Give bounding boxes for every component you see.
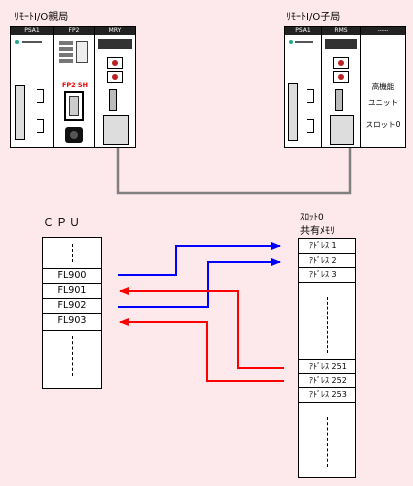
rotary-switch-icon — [107, 57, 123, 69]
unit-label-line2: ユニット — [368, 98, 398, 107]
terminal-block-icon — [330, 115, 354, 145]
indicator-array-icon — [98, 39, 132, 49]
mode-switch-icon — [76, 41, 88, 63]
slave-blank-label: ----- — [361, 27, 405, 35]
shared-memory-title-line2: 共有ﾒﾓﾘ — [300, 226, 335, 237]
address-3: ｱﾄﾞﾚｽ 3 — [299, 267, 355, 283]
arrow-fl900-to-address1 — [118, 242, 281, 276]
shared-memory-title-line1: ｽﾛｯﾄ0 — [300, 213, 324, 223]
address-2: ｱﾄﾞﾚｽ 2 — [299, 253, 355, 268]
ellipsis-line-bottom — [72, 336, 73, 376]
led-label-icon — [295, 41, 313, 43]
bracket-icon — [307, 119, 314, 133]
rotary-switch-icon — [333, 57, 349, 69]
unit-label-line3: スロット0 — [365, 120, 401, 129]
ellipsis-line-top — [72, 244, 73, 262]
rotary-switch-icon — [333, 71, 349, 83]
slave-unit-module: ----- 高機能 ユニット スロット0 — [361, 27, 405, 147]
master-fp2-label: FP2 — [54, 27, 94, 35]
slave-station-label: ﾘﾓｰﾄI/O子局 — [286, 12, 341, 23]
address-1: ｱﾄﾞﾚｽ 1 — [299, 239, 355, 253]
master-psa1-module: PSA1 — [11, 27, 54, 147]
master-station-label: ﾘﾓｰﾄI/O親局 — [14, 12, 69, 23]
master-psa1-label: PSA1 — [11, 27, 53, 35]
led-icon — [15, 40, 19, 44]
status-leds-icon — [59, 39, 73, 65]
unit-label-line1: 高機能 — [371, 82, 395, 91]
arrow-address251-to-fl901 — [119, 287, 284, 369]
dip-switch-icon — [335, 89, 343, 111]
address-253: ｱﾄﾞﾚｽ 253 — [299, 387, 355, 403]
led-label-icon — [22, 41, 42, 43]
bracket-icon — [37, 119, 44, 133]
slave-rms-module: RMS — [322, 27, 361, 147]
master-fp2-module: FP2 FP2 SH — [54, 27, 95, 147]
terminal-block-icon — [15, 85, 25, 140]
indicator-array-icon — [325, 39, 357, 49]
cpu-title: ＣＰＵ — [43, 216, 82, 229]
arrow-address252-to-fl903 — [119, 318, 284, 382]
register-fl903: FL903 — [43, 313, 101, 331]
terminal-block-icon — [288, 83, 298, 141]
terminal-block-icon — [103, 115, 129, 145]
bracket-icon — [37, 89, 44, 103]
bracket-icon — [307, 89, 314, 103]
address-252: ｱﾄﾞﾚｽ 252 — [299, 373, 355, 388]
address-251: ｱﾄﾞﾚｽ 251 — [299, 359, 355, 374]
master-fp2-sub-label: FP2 SH — [61, 81, 89, 89]
slave-psa1-module: PSA1 — [285, 27, 322, 147]
cpu-memory-box: FL900 FL901 FL902 FL903 — [42, 237, 102, 389]
arrow-fl902-to-address2 — [118, 258, 281, 308]
slave-plc-rack: PSA1 RMS ----- 高機能 ユニット スロット0 — [284, 26, 406, 148]
slave-psa1-label: PSA1 — [285, 27, 321, 35]
shared-memory-box: ｱﾄﾞﾚｽ 1 ｱﾄﾞﾚｽ 2 ｱﾄﾞﾚｽ 3 ｱﾄﾞﾚｽ 251 ｱﾄﾞﾚｽ … — [298, 238, 356, 478]
master-mry-label: MRY — [95, 27, 135, 35]
led-icon — [289, 40, 293, 44]
dip-switch-icon — [109, 89, 117, 111]
remote-io-cable — [116, 148, 352, 195]
rotary-switch-icon — [107, 71, 123, 83]
master-plc-rack: PSA1 FP2 FP2 SH MRY — [10, 26, 136, 148]
ellipsis-line-bottom — [327, 417, 328, 467]
master-mry-module: MRY — [95, 27, 135, 147]
ellipsis-line-mid — [327, 297, 328, 353]
slave-rms-label: RMS — [322, 27, 360, 35]
battery-icon — [65, 127, 83, 143]
serial-port-icon — [64, 91, 84, 121]
